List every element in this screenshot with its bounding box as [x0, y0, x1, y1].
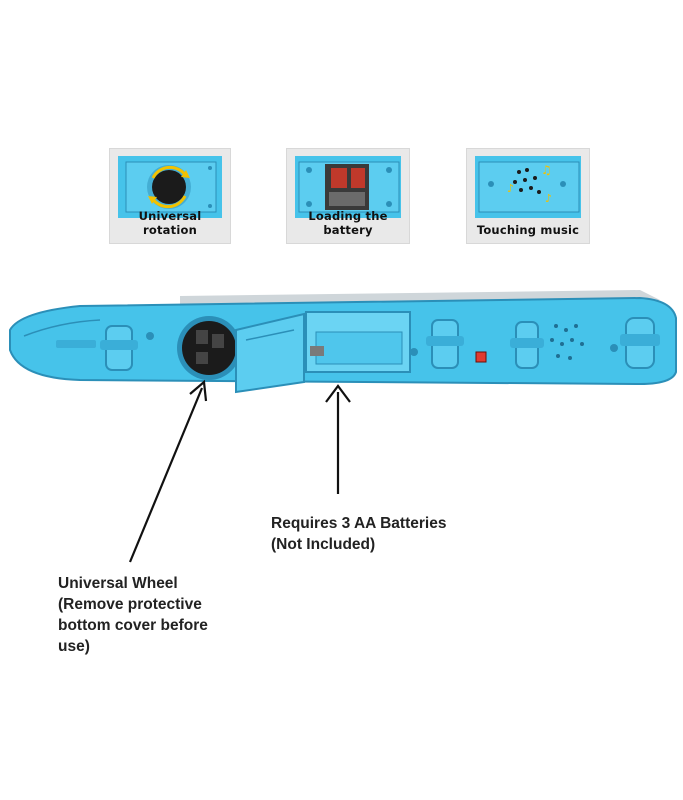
thumbnail-loading-battery: Loading the battery	[286, 148, 410, 244]
annotation-line: (Remove protective	[58, 596, 202, 613]
thumbnail-touching-music: ♫ ♪ ♪ Touching music	[466, 148, 590, 244]
rear-wheel-bracket	[510, 321, 544, 369]
thumbnail-caption: Loading the battery	[308, 209, 388, 237]
annotation-line: (Not Included)	[271, 536, 376, 553]
battery-door	[235, 312, 305, 394]
mid-wheel-bracket	[426, 319, 464, 369]
front-wheel-bracket	[100, 325, 138, 371]
thumbnail-caption: Touching music	[476, 223, 580, 237]
svg-text:♪: ♪	[545, 192, 552, 205]
annotation-line: Requires 3 AA Batteries	[271, 515, 447, 532]
arrow-battery	[325, 384, 351, 494]
svg-text:♫: ♫	[541, 163, 552, 177]
annotation-line: use)	[58, 638, 90, 655]
tail-wheel-bracket	[620, 317, 660, 369]
annotation-line: Universal Wheel	[58, 575, 178, 592]
nose-line	[23, 319, 101, 337]
universal-rotation-image	[118, 156, 222, 218]
loading-battery-image	[295, 156, 401, 218]
thumbnail-caption: Universal rotation	[138, 209, 202, 237]
universal-wheel	[177, 316, 241, 380]
speaker-holes	[550, 324, 584, 360]
arrow-wheel	[128, 379, 208, 563]
wheel-annotation: Universal Wheel (Remove protective botto…	[58, 573, 233, 657]
annotation-line: bottom cover before	[58, 617, 208, 634]
thumbnail-universal-rotation: Universal rotation	[109, 148, 231, 244]
battery-annotation: Requires 3 AA Batteries (Not Included)	[271, 513, 521, 555]
screw-hole	[146, 332, 154, 340]
power-switch	[475, 351, 487, 363]
nose-grille	[56, 340, 96, 348]
svg-text:♪: ♪	[507, 182, 514, 195]
touching-music-image: ♫ ♪ ♪	[475, 156, 581, 218]
battery-compartment	[305, 311, 411, 373]
